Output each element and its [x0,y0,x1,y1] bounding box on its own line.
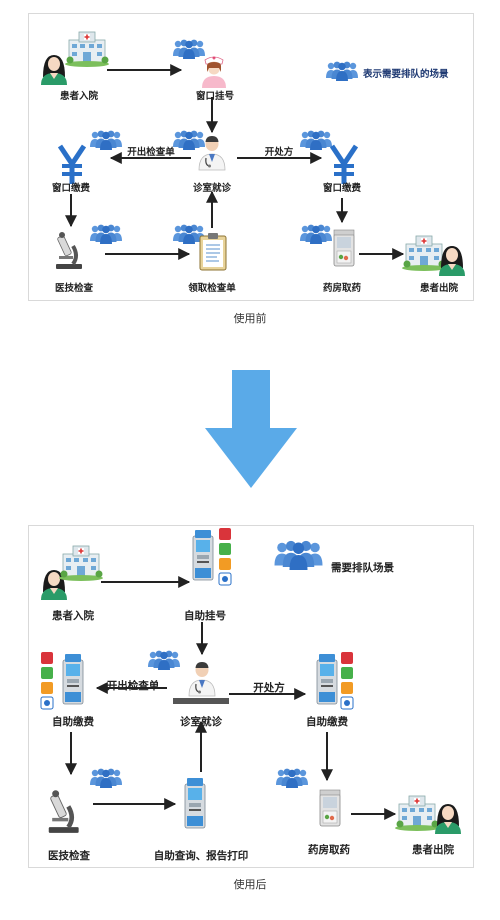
yen-payment-icon [60,146,84,184]
self-service-kiosk-icon [316,653,338,705]
node-pay-left-label: 窗口缴费 [51,183,91,194]
doctor-at-desk-icon [188,661,216,697]
node-register-label: 自助挂号 [184,610,226,622]
queue-crowd-icon [300,130,332,150]
big-down-arrow-icon [205,370,297,488]
node-admit-label: 患者入院 [52,610,94,622]
node-admit-label: 患者入院 [59,91,99,102]
node-lab-label: 医技检查 [54,283,94,294]
node-pharmacy-label: 药房取药 [308,844,350,856]
after-flow-layer [40,527,461,867]
queue-crowd-icon [276,768,308,788]
queue-crowd-icon [173,39,205,59]
node-pay-right-label: 自助缴费 [306,716,348,728]
edge-exam-order-label: 开出检查单 [106,680,160,692]
self-service-kiosk-icon [192,529,214,581]
payment-badges-icon [218,527,232,586]
node-pay-right-label: 窗口缴费 [322,183,362,194]
patient-woman-icon [435,804,461,834]
node-lab-label: 医技检查 [48,850,90,862]
after-caption: 使用后 [233,878,267,891]
hospital-icon [58,545,104,582]
nurse-icon [201,55,227,89]
node-query-print-label: 自助查询、报告打印 [153,850,249,862]
self-service-kiosk-icon [62,653,84,705]
legend-label: 表示需要排队的场景 [363,69,449,80]
queue-crowd-icon [300,224,332,244]
node-consult-label: 诊室就诊 [180,716,222,728]
desk-icon [173,698,229,704]
yen-payment-icon [332,146,356,184]
queue-crowd-icon [90,768,122,788]
before-flow-layer [41,31,465,276]
queue-crowd-icon [90,224,122,244]
microscope-icon [49,790,79,833]
pharmacy-cabinet-icon [319,789,341,827]
patient-woman-icon [41,55,67,85]
payment-badges-icon [40,651,54,710]
hospital-icon [394,795,440,832]
legend-crowd-icon [326,61,358,81]
legend-crowd-icon [274,540,323,570]
node-consult-label: 诊室就诊 [192,183,232,194]
legend-label: 需要排队场景 [331,562,394,574]
edge-prescription-label: 开处方 [253,682,285,694]
after-diagram-panel: 需要排队场景 患者入院 自助挂号 开出检查单 开处方 诊室就诊 自助缴费 自助缴… [28,525,474,868]
before-caption: 使用前 [233,312,267,325]
patient-woman-icon [439,246,465,276]
node-discharge-label: 患者出院 [419,283,459,294]
node-pay-left-label: 自助缴费 [52,716,94,728]
before-diagram-panel: 表示需要排队的场景 患者入院 窗口挂号 开出检查单 开处方 诊室就诊 窗口缴费 … [28,13,474,301]
queue-crowd-icon [90,130,122,150]
hospital-icon [401,235,447,272]
node-discharge-label: 患者出院 [412,844,454,856]
node-pharmacy-label: 药房取药 [322,283,362,294]
edge-exam-order-label: 开出检查单 [127,147,175,158]
clipboard-icon [199,232,227,271]
node-get-report-label: 领取检查单 [188,283,236,294]
hospital-icon [64,31,110,68]
queue-crowd-icon [173,130,205,150]
microscope-icon [54,230,84,271]
payment-badges-icon [340,651,354,710]
node-register-label: 窗口挂号 [195,91,235,102]
pharmacy-cabinet-icon [333,229,355,267]
queue-crowd-icon [148,650,180,670]
edge-prescription-label: 开处方 [264,147,294,158]
self-service-kiosk-icon [184,777,206,829]
